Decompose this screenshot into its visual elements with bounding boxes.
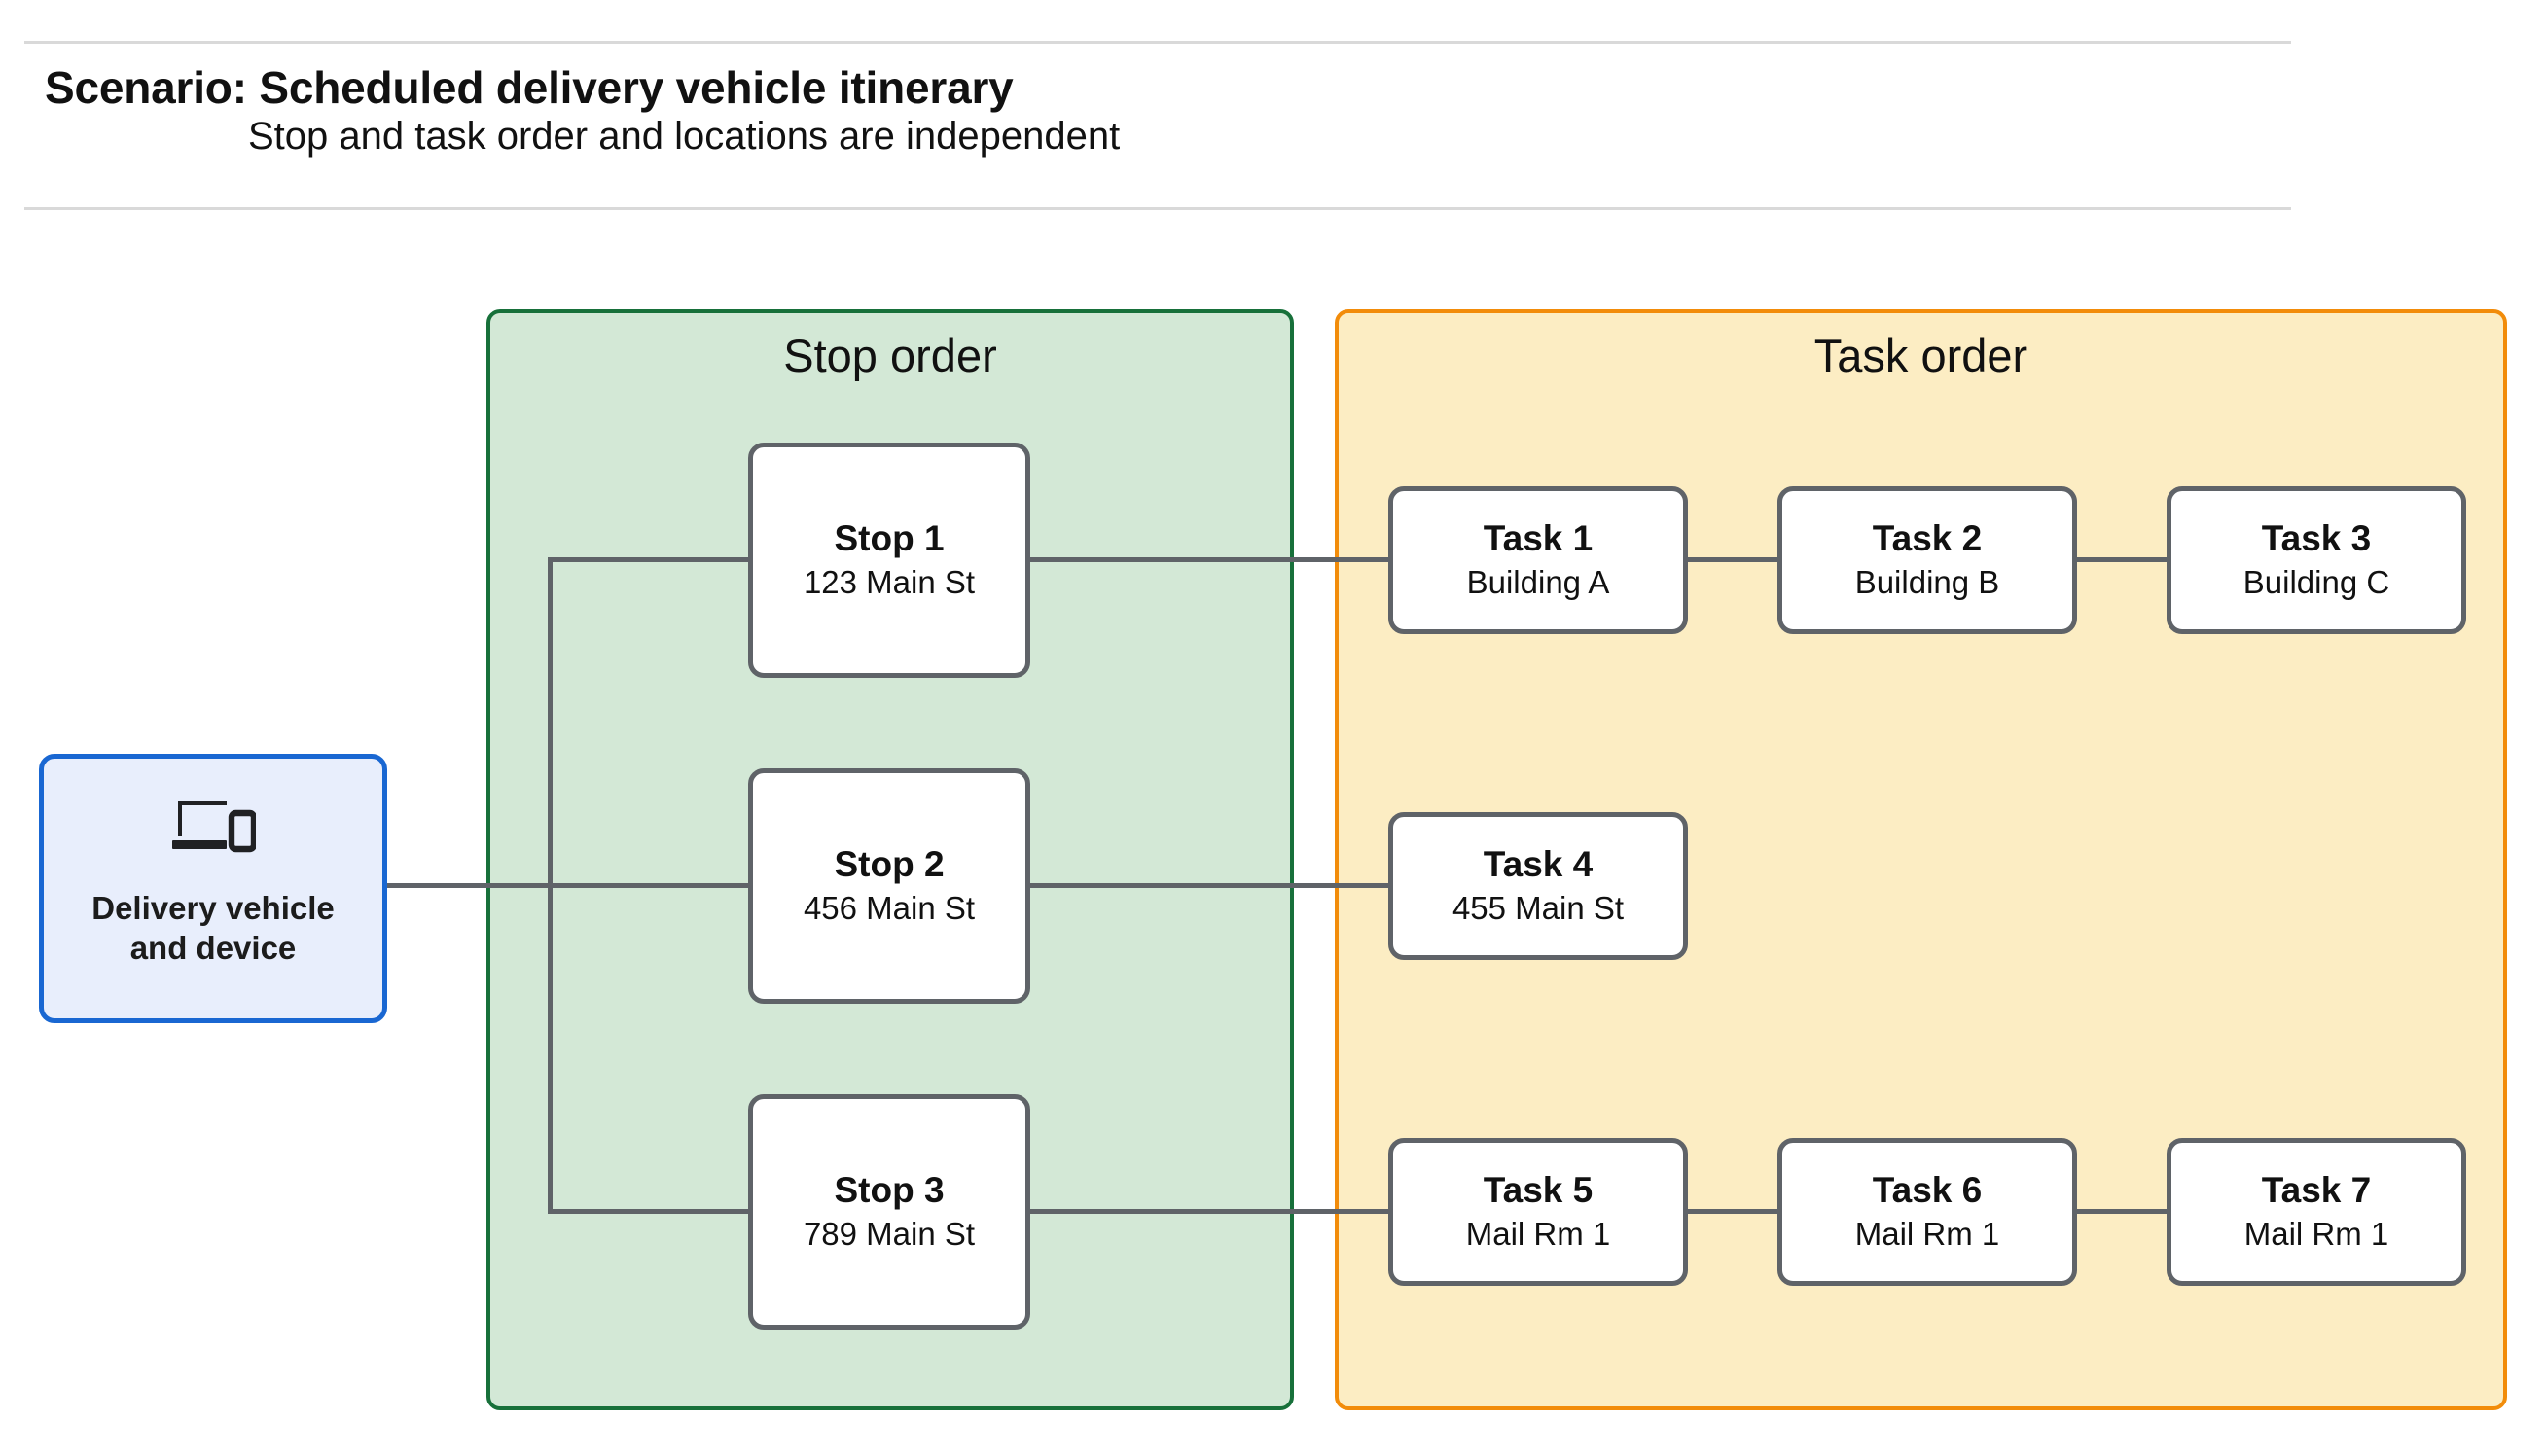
delivery-vehicle-node[interactable]: Delivery vehicle and device [39, 754, 387, 1023]
devices-icon [170, 796, 258, 860]
stop-order-panel-title: Stop order [783, 330, 997, 381]
page-subtitle: Stop and task order and locations are in… [248, 115, 1121, 158]
stop-node-1[interactable]: Stop 1 123 Main St [748, 443, 1030, 678]
connector-stop-1-to-task-1 [1026, 557, 1391, 562]
connector-task-1-to-task-2 [1681, 557, 1778, 562]
task-node-location: Building A [1466, 564, 1610, 601]
task-node-7[interactable]: Task 7 Mail Rm 1 [2167, 1138, 2466, 1286]
task-node-title: Task 6 [1872, 1169, 1983, 1210]
stop-node-title: Stop 2 [834, 843, 945, 884]
task-node-location: Building C [2242, 564, 2390, 601]
task-node-title: Task 2 [1872, 517, 1983, 558]
task-node-title: Task 4 [1483, 843, 1594, 884]
connector-task-6-to-task-7 [2070, 1209, 2168, 1214]
task-node-title: Task 3 [2261, 517, 2372, 558]
connector-task-5-to-task-6 [1681, 1209, 1778, 1214]
task-node-title: Task 7 [2261, 1169, 2372, 1210]
task-node-location: Mail Rm 1 [1465, 1216, 1611, 1253]
task-node-4[interactable]: Task 4 455 Main St [1388, 812, 1688, 960]
task-node-location: 455 Main St [1452, 890, 1625, 927]
stop-node-address: 123 Main St [803, 564, 976, 601]
task-node-location: Mail Rm 1 [1854, 1216, 2000, 1253]
task-node-title: Task 5 [1483, 1169, 1594, 1210]
delivery-vehicle-label: Delivery vehicle and device [91, 890, 335, 966]
task-node-3[interactable]: Task 3 Building C [2167, 486, 2466, 634]
connector-vehicle-to-trunk [387, 883, 553, 888]
connector-stop-2-to-task-4 [1026, 883, 1391, 888]
stop-node-title: Stop 3 [834, 1169, 945, 1210]
connector-task-2-to-task-3 [2070, 557, 2168, 562]
task-node-6[interactable]: Task 6 Mail Rm 1 [1777, 1138, 2077, 1286]
task-order-panel-title: Task order [1813, 330, 2028, 381]
task-node-1[interactable]: Task 1 Building A [1388, 486, 1688, 634]
task-node-title: Task 1 [1483, 517, 1594, 558]
task-node-location: Building B [1854, 564, 2000, 601]
stop-node-3[interactable]: Stop 3 789 Main St [748, 1094, 1030, 1330]
connector-stop-3-to-task-5 [1026, 1209, 1391, 1214]
stop-node-2[interactable]: Stop 2 456 Main St [748, 768, 1030, 1004]
page-title: Scenario: Scheduled delivery vehicle iti… [45, 62, 1014, 113]
stop-node-address: 789 Main St [803, 1216, 976, 1253]
task-node-2[interactable]: Task 2 Building B [1777, 486, 2077, 634]
connector-trunk-to-stop-2 [548, 883, 752, 888]
header-divider-top [24, 41, 2291, 44]
task-node-location: Mail Rm 1 [2243, 1216, 2389, 1253]
stop-node-address: 456 Main St [803, 890, 976, 927]
stop-node-title: Stop 1 [834, 517, 945, 558]
connector-trunk-to-stop-1 [548, 557, 752, 562]
header-divider-bottom [24, 207, 2291, 210]
connector-trunk-to-stop-3 [548, 1209, 752, 1214]
task-node-5[interactable]: Task 5 Mail Rm 1 [1388, 1138, 1688, 1286]
